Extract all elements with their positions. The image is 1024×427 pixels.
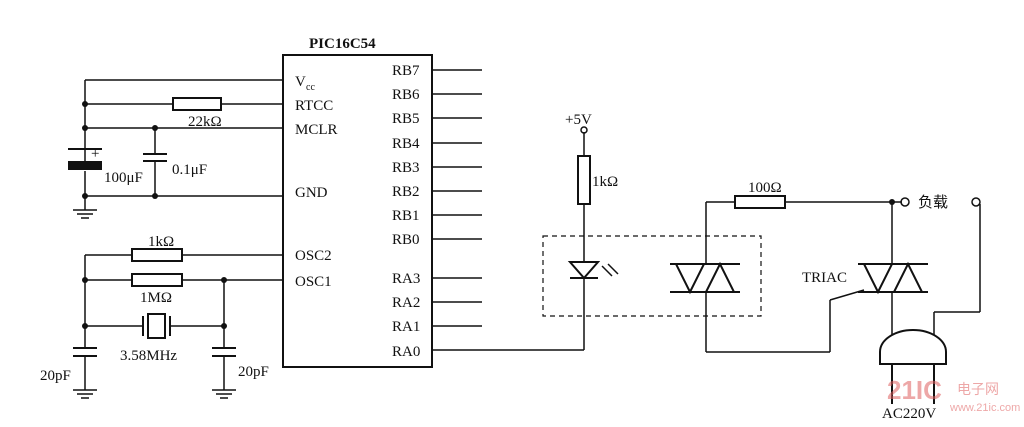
power-reset-wiring (84, 79, 283, 210)
label-1k-osc: 1kΩ (148, 234, 174, 250)
optocoupler-outline (542, 235, 762, 317)
ground-icon (73, 389, 97, 399)
svg-text:21IC: 21IC (887, 375, 942, 405)
pic-chip-body (282, 54, 433, 368)
junction-dot (152, 125, 158, 131)
right-pin-leads (432, 69, 482, 327)
opto-triac-icon (670, 261, 740, 295)
led-icon (567, 261, 619, 280)
svg-text:电子网: 电子网 (957, 381, 999, 397)
label-22k: 22kΩ (188, 114, 222, 130)
label-20pf-right: 20pF (238, 364, 269, 380)
junction-dot (82, 101, 88, 107)
pin-gnd: GND (295, 185, 328, 201)
resistor-1m (131, 273, 183, 287)
pin-osc2: OSC2 (295, 248, 332, 264)
pin-rb2: RB2 (392, 184, 420, 200)
svg-text:www.21ic.com: www.21ic.com (949, 402, 1020, 414)
cap-plus-sign: + (91, 146, 99, 162)
junction-dot (82, 125, 88, 131)
ra0-drive-wiring (432, 132, 585, 351)
ac-plug-icon (879, 329, 947, 404)
resistor-1k-led (577, 155, 591, 205)
pin-rtcc: RTCC (295, 98, 333, 114)
pin-rb7: RB7 (392, 63, 420, 79)
capacitor-100uf (68, 148, 102, 170)
ground-icon (212, 389, 236, 399)
pin-mclr: MCLR (295, 122, 338, 138)
label-ac220v: AC220V (882, 406, 936, 422)
pin-ra3: RA3 (392, 271, 420, 287)
junction-dot (221, 277, 227, 283)
label-100ohm: 100Ω (748, 180, 782, 196)
pin-ra2: RA2 (392, 295, 420, 311)
pin-vcc-sub: cc (306, 82, 315, 93)
capacitor-20pf-left (73, 347, 97, 357)
resistor-1k-osc (131, 248, 183, 262)
junction-dot (82, 277, 88, 283)
supply-terminal (580, 126, 588, 134)
pin-rb5: RB5 (392, 111, 420, 127)
junction-dot (221, 323, 227, 329)
crystal-oscillator (142, 313, 171, 339)
label-load: 负载 (918, 194, 948, 211)
pin-ra0: RA0 (392, 344, 420, 360)
capacitor-0-1uf (143, 153, 167, 162)
pin-osc1: OSC1 (295, 274, 332, 290)
label-1m: 1MΩ (140, 290, 172, 306)
ground-icon (73, 209, 97, 219)
label-20pf-left: 20pF (40, 368, 71, 384)
pin-rb4: RB4 (392, 136, 420, 152)
oscillator-wiring (84, 254, 283, 390)
label-triac: TRIAC (802, 270, 847, 286)
pin-ra1: RA1 (392, 319, 420, 335)
triac-icon (858, 261, 928, 295)
junction-dot (82, 193, 88, 199)
pin-vcc: V (295, 74, 306, 90)
label-100uf: 100μF (104, 170, 143, 186)
pin-rb0: RB0 (392, 232, 420, 248)
watermark-logo: 21IC 电子网 www.21ic.com (887, 375, 1020, 414)
pin-rb3: RB3 (392, 160, 420, 176)
capacitor-20pf-right (212, 347, 236, 357)
load-terminal-left (900, 197, 910, 207)
junction-dot (152, 193, 158, 199)
chip-name: PIC16C54 (309, 36, 376, 52)
pin-rb6: RB6 (392, 87, 420, 103)
label-1k-led: 1kΩ (592, 174, 618, 190)
junction-dot (889, 199, 895, 205)
junction-dot (82, 323, 88, 329)
label-plus-5v: +5V (565, 112, 592, 128)
load-terminal-right (971, 197, 981, 207)
resistor-100ohm (734, 195, 786, 209)
resistor-22k (172, 97, 222, 111)
label-0-1uf: 0.1μF (172, 162, 207, 178)
label-crystal: 3.58MHz (120, 348, 177, 364)
pin-rb1: RB1 (392, 208, 420, 224)
